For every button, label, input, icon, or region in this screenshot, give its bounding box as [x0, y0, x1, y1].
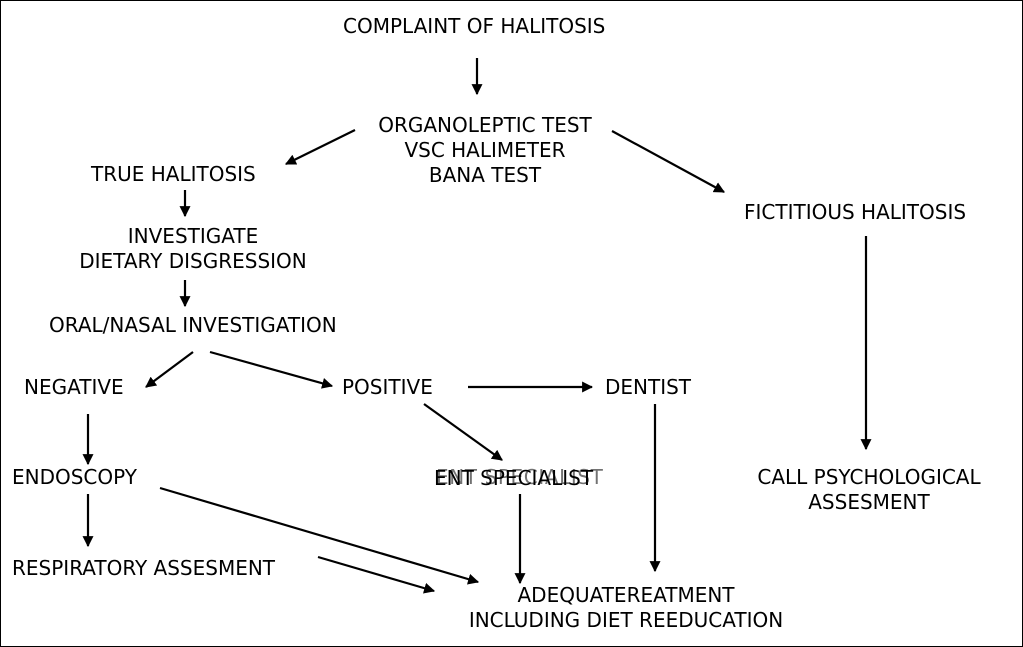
tests-line-2: VSC HALIMETER — [404, 138, 566, 162]
dentist-node: DENTIST — [605, 375, 691, 400]
fictitious-label: FICTITIOUS HALITOSIS — [744, 200, 967, 224]
endoscopy-node: ENDOSCOPY — [12, 465, 137, 490]
arrow-oral-to-negative — [145, 351, 194, 388]
complaint-label: COMPLAINT OF HALITOSIS — [343, 14, 606, 38]
investigate-line-1: INVESTIGATE — [127, 224, 259, 248]
true-halitosis-label: TRUE HALITOSIS — [91, 162, 256, 186]
arrow-positive-to-ent — [423, 403, 503, 461]
fictitious-node: FICTITIOUS HALITOSIS — [744, 200, 966, 225]
ent-specialist-label: ENT SPECIALIST — [434, 466, 594, 490]
endoscopy-label: ENDOSCOPY — [12, 465, 137, 489]
psychological-line-1: CALL PSYCHOLOGICAL — [757, 465, 981, 489]
arrow-respiratory-to-treatment — [317, 555, 436, 594]
dentist-label: DENTIST — [605, 375, 692, 399]
arrow-tests-to-fictitious — [611, 130, 725, 193]
respiratory-node: RESPIRATORY ASSESMENT — [12, 556, 275, 581]
psychological-node: CALL PSYCHOLOGICAL ASSESMENT — [747, 465, 991, 515]
respiratory-label: RESPIRATORY ASSESMENT — [12, 556, 276, 580]
true-halitosis-node: TRUE HALITOSIS — [91, 162, 256, 187]
negative-label: NEGATIVE — [24, 375, 124, 399]
tests-line-3: BANA TEST — [428, 163, 542, 187]
arrow-endoscopy-to-treatment — [159, 486, 480, 585]
tests-node: ORGANOLEPTIC TEST VSC HALIMETER BANA TES… — [370, 113, 600, 188]
positive-node: POSITIVE — [342, 375, 433, 400]
treatment-node: ADEQUATEREATMENT INCLUDING DIET REEDUCAT… — [452, 583, 800, 633]
arrow-oral-to-positive — [209, 350, 334, 389]
tests-line-1: ORGANOLEPTIC TEST — [378, 113, 592, 137]
ent-specialist-ghost: ENT SPECIALIST — [436, 465, 604, 489]
complaint-node: COMPLAINT OF HALITOSIS — [343, 14, 605, 39]
psychological-line-2: ASSESMENT — [808, 490, 930, 514]
ent-specialist-node: ENT SPECIALIST — [434, 466, 593, 491]
treatment-line-1: ADEQUATEREATMENT — [517, 583, 735, 607]
negative-node: NEGATIVE — [24, 375, 124, 400]
investigate-line-2: DIETARY DISGRESSION — [79, 249, 307, 273]
arrow-tests-to-true — [285, 129, 356, 165]
oral-nasal-node: ORAL/NASAL INVESTIGATION — [49, 313, 337, 338]
positive-label: POSITIVE — [342, 375, 433, 399]
investigate-node: INVESTIGATE DIETARY DISGRESSION — [67, 224, 319, 274]
oral-nasal-label: ORAL/NASAL INVESTIGATION — [49, 313, 337, 337]
treatment-line-2: INCLUDING DIET REEDUCATION — [468, 608, 784, 632]
